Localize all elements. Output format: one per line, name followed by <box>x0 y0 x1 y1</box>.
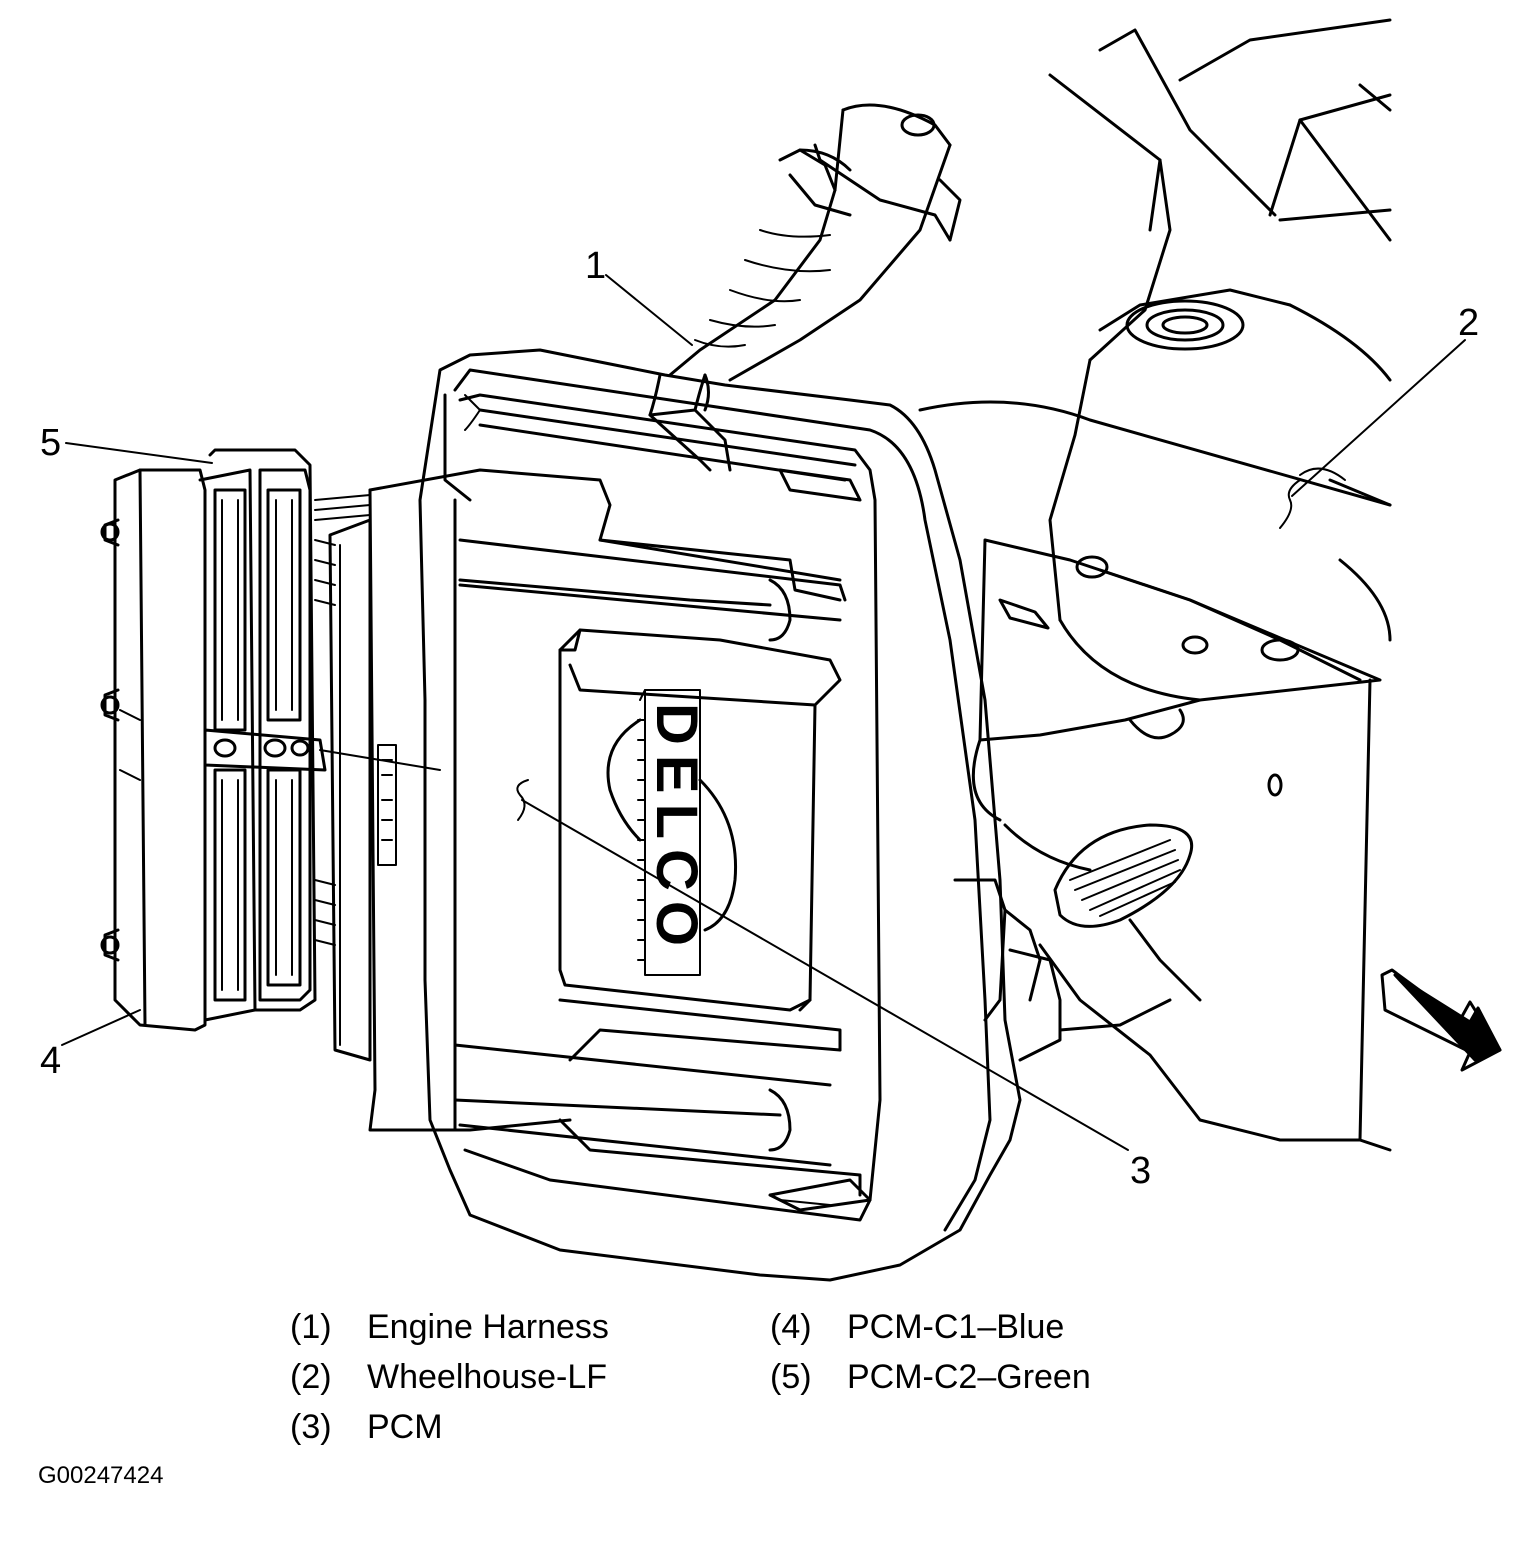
callout-label-5: 5 <box>40 422 61 464</box>
legend-label: PCM-C2–Green <box>847 1358 1091 1396</box>
legend-number: (5) <box>770 1358 812 1396</box>
wing-nut <box>1038 823 1362 1142</box>
callout-label-1: 1 <box>585 245 606 287</box>
legend-number: (2) <box>290 1358 332 1396</box>
callout-4: 4 <box>40 1009 141 1082</box>
legend-label: Wheelhouse-LF <box>367 1358 608 1396</box>
callout-label-2: 2 <box>1458 302 1479 344</box>
engine-harness <box>648 103 962 472</box>
mounting-bracket <box>971 538 1382 872</box>
legend-label: Engine Harness <box>367 1308 609 1346</box>
callout-1: 1 <box>585 245 693 346</box>
component-legend: (1) Engine Harness (2) Wheelhouse-LF (3)… <box>290 1305 1190 1465</box>
wheelhouse-lf <box>918 18 1392 1152</box>
legend-label: PCM <box>367 1408 443 1446</box>
callout-2: 2 <box>1291 302 1479 497</box>
pcm-connectors <box>100 448 441 1032</box>
callout-5: 5 <box>40 422 213 464</box>
pcm-module <box>328 348 1062 1282</box>
legend-number: (3) <box>290 1408 332 1446</box>
front-direction-arrow-icon <box>1380 968 1502 1072</box>
callout-label-3: 3 <box>1130 1150 1151 1192</box>
delco-logo: DELCO <box>606 689 738 976</box>
callout-3: 3 <box>516 779 1151 1192</box>
figure-id: G00247424 <box>38 1462 164 1489</box>
legend-number: (4) <box>770 1308 812 1346</box>
legend-label: PCM-C1–Blue <box>847 1308 1065 1346</box>
legend-number: (1) <box>290 1308 332 1346</box>
callout-label-4: 4 <box>40 1040 61 1082</box>
delco-logo-lettering: DELCO <box>644 703 709 956</box>
